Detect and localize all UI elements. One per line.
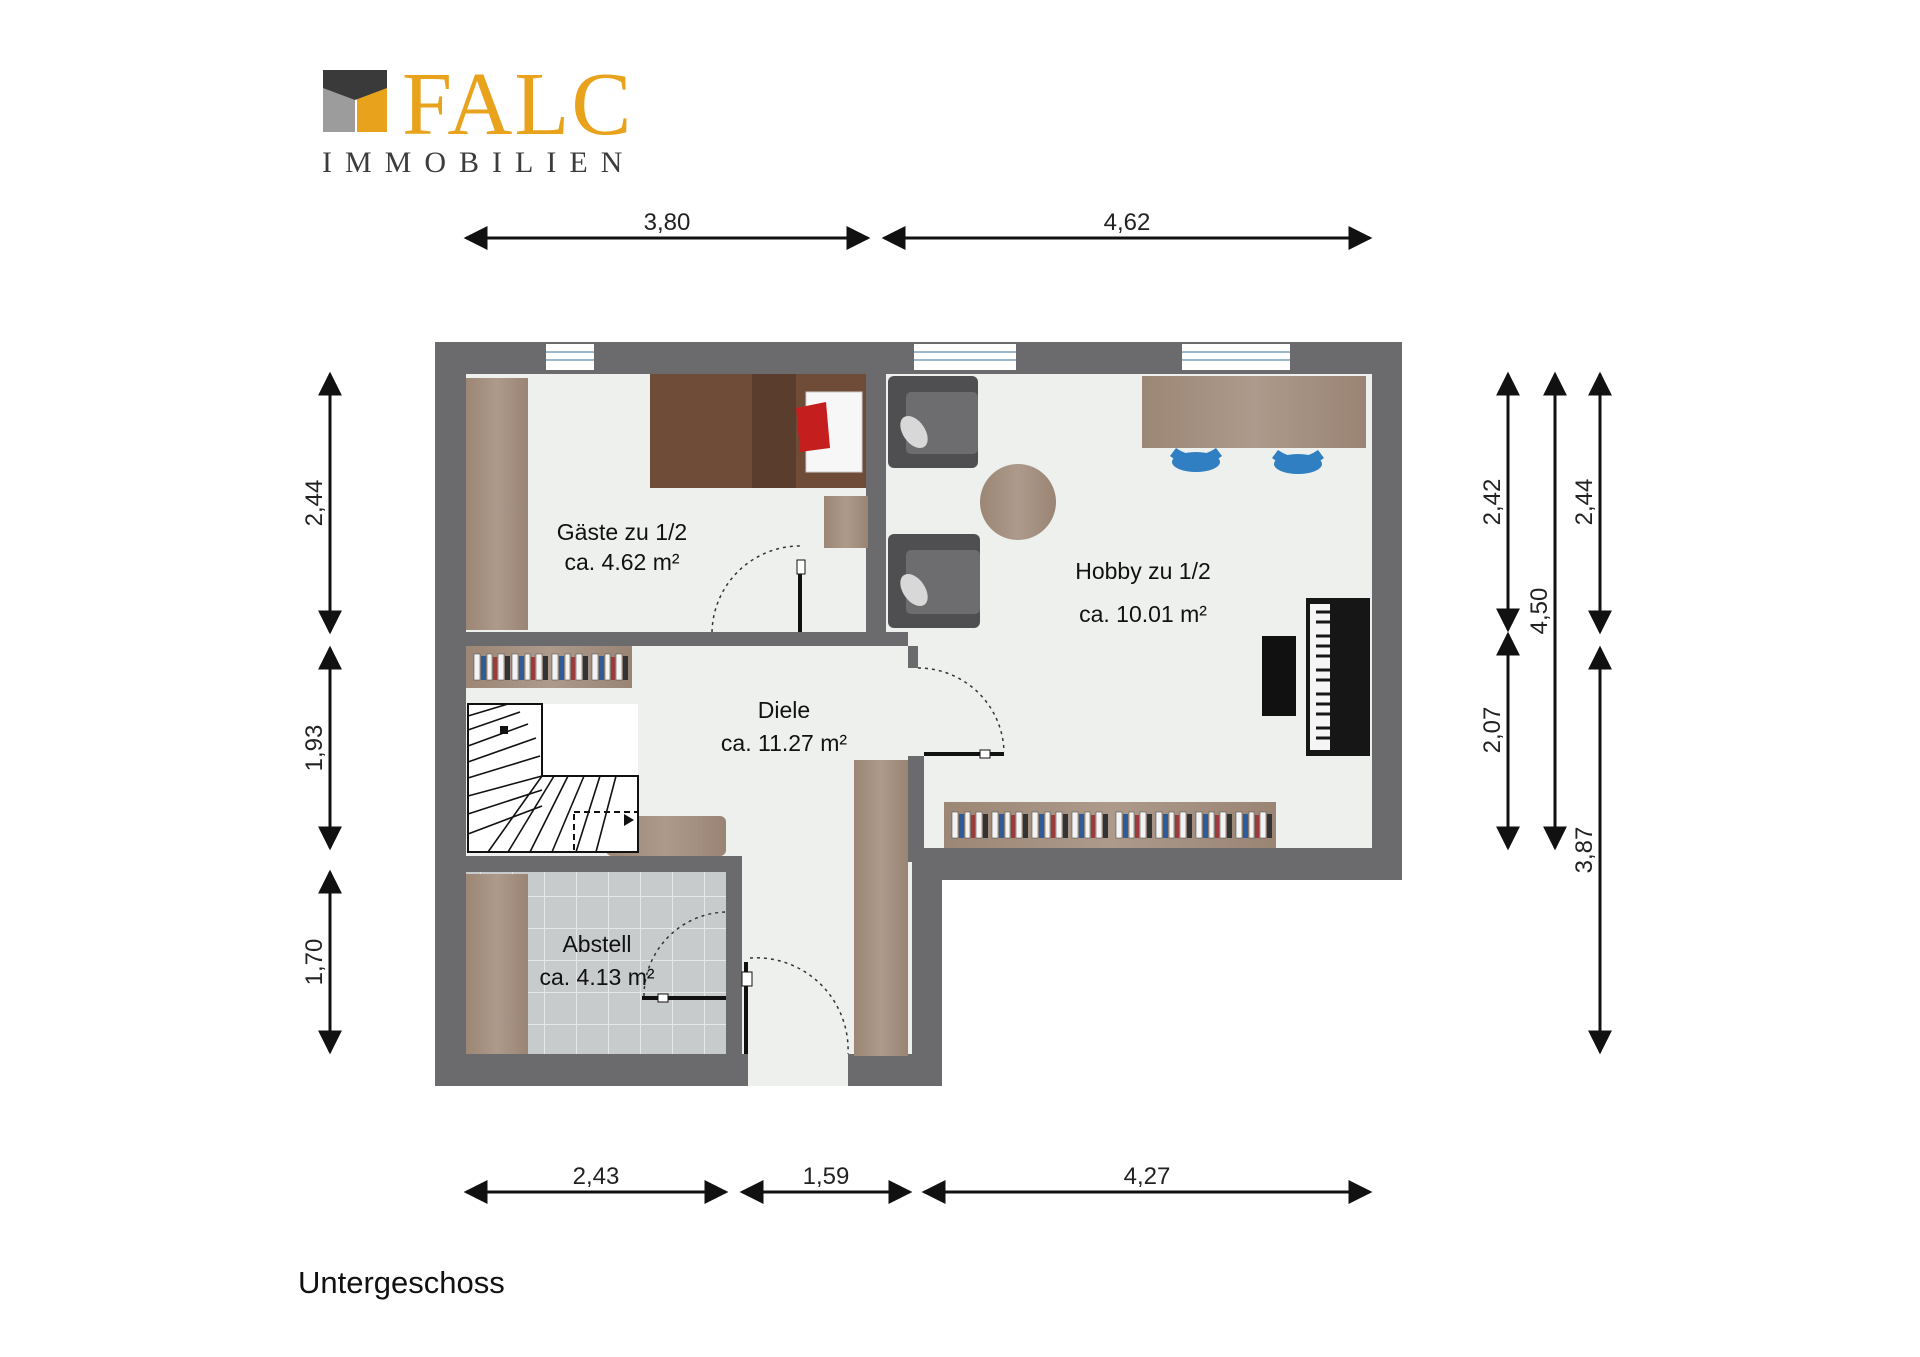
armchair <box>888 376 978 468</box>
dimension-label: 4,50 <box>1526 588 1553 635</box>
top-dimensions: 3,80 4,62 <box>463 209 1373 250</box>
dimension-label: 1,93 <box>301 725 328 772</box>
bookshelf <box>944 802 1276 848</box>
dimension-label: 2,07 <box>1479 707 1506 754</box>
bookshelf <box>466 646 632 688</box>
room-area-diele: ca. 11.27 m² <box>721 730 847 756</box>
wall <box>466 856 742 872</box>
window <box>1182 344 1290 370</box>
door <box>711 545 806 633</box>
cabinet <box>854 760 908 1056</box>
wall <box>866 374 886 632</box>
dimension-label: 1,59 <box>803 1163 850 1190</box>
shelf <box>466 874 528 1054</box>
wall <box>908 756 924 862</box>
right-dimensions: 2,42 2,07 4,50 2,44 3,87 <box>1479 371 1612 1055</box>
window <box>914 344 1016 370</box>
office-chair <box>1272 450 1324 474</box>
dimension-label: 2,43 <box>573 1163 620 1190</box>
room-area-gaeste: ca. 4.62 m² <box>564 549 679 575</box>
wall <box>798 632 908 646</box>
room-name-diele: Diele <box>758 697 810 723</box>
dimension-label: 2,44 <box>301 480 328 527</box>
piano-bench <box>1262 636 1296 716</box>
dimension-label: 3,80 <box>644 209 691 236</box>
dimension-label: 3,87 <box>1571 827 1598 874</box>
house-logo-icon <box>323 70 387 132</box>
room-name-gaeste: Gäste zu 1/2 <box>557 519 687 545</box>
dimension-label: 2,44 <box>1571 479 1598 526</box>
window <box>546 344 594 370</box>
falc-logo: FALC IMMOBILIEN <box>322 55 635 179</box>
left-dimensions: 2,44 1,93 1,70 <box>301 371 342 1055</box>
nightstand <box>824 496 868 548</box>
door <box>642 911 727 1003</box>
dimension-label: 4,62 <box>1104 209 1151 236</box>
dimension-label: 2,42 <box>1479 479 1506 526</box>
wall <box>908 646 918 668</box>
wall <box>726 856 742 912</box>
floor-caption: Untergeschoss <box>298 1265 505 1300</box>
wardrobe <box>466 378 528 630</box>
piano <box>1306 598 1370 756</box>
room-area-hobby: ca. 10.01 m² <box>1079 601 1207 627</box>
room-area-abstell: ca. 4.13 m² <box>539 964 654 990</box>
dimension-label: 1,70 <box>301 939 328 986</box>
entrance-opening <box>748 1052 848 1086</box>
bed <box>650 374 866 488</box>
desk <box>1142 376 1366 448</box>
dimension-label: 4,27 <box>1124 1163 1171 1190</box>
floor-plan: Gäste zu 1/2 ca. 4.62 m² Hobby zu 1/2 ca… <box>435 342 1402 1086</box>
door <box>741 957 849 1055</box>
door <box>917 667 1005 759</box>
bottom-dimensions: 2,43 1,59 4,27 <box>463 1163 1373 1204</box>
armchair <box>888 534 980 628</box>
logo-subtitle: IMMOBILIEN <box>322 146 635 179</box>
office-chair <box>1170 448 1222 472</box>
room-name-abstell: Abstell <box>562 931 631 957</box>
wall <box>466 632 712 646</box>
round-table <box>980 464 1056 540</box>
room-name-hobby: Hobby zu 1/2 <box>1075 558 1211 584</box>
staircase <box>467 703 639 853</box>
logo-wordmark: FALC <box>402 55 633 154</box>
